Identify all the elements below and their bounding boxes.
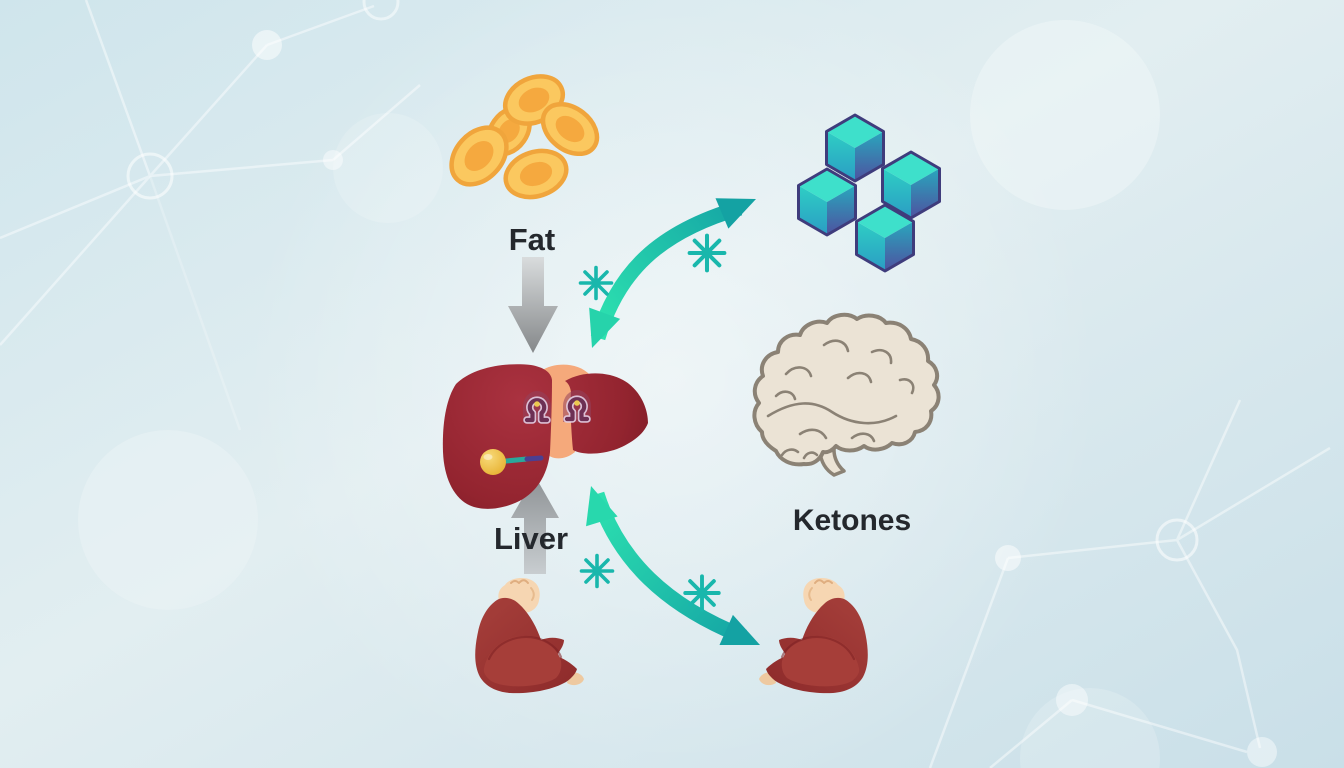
- fat-cells-icon: [449, 74, 600, 200]
- bokeh-blob: [333, 113, 443, 223]
- liver-vessel-icon: [563, 390, 591, 422]
- asterisk-icon: [683, 574, 721, 612]
- asterisk-icon: [578, 265, 614, 301]
- liver-ketones-double-arrow-icon: [576, 183, 763, 354]
- brain-gyri: [766, 339, 915, 460]
- liver-muscle-double-arrow-icon: [575, 481, 767, 661]
- liver-icon: [442, 364, 648, 509]
- fat-label: Fat: [509, 222, 556, 257]
- muscle-to-liver-arrow-icon: [511, 476, 559, 574]
- brain-outline: [752, 312, 941, 467]
- gallbladder: [480, 449, 506, 475]
- bokeh-blob: [970, 20, 1160, 210]
- liver-vessel-icon: [523, 391, 551, 423]
- bokeh-blob: [1020, 688, 1160, 768]
- brain-icon: [752, 312, 941, 477]
- bokeh-blob: [78, 430, 258, 610]
- liver-left-lobe: [442, 364, 552, 509]
- asterisk-icon: [579, 553, 615, 589]
- brain-stem: [818, 448, 846, 477]
- ketones-label: Ketones: [793, 504, 911, 537]
- fat-to-liver-arrow-icon: [508, 257, 558, 353]
- asterisk-icon: [690, 236, 725, 271]
- liver-label: Liver: [494, 521, 568, 556]
- liver-right-lobe: [565, 373, 648, 454]
